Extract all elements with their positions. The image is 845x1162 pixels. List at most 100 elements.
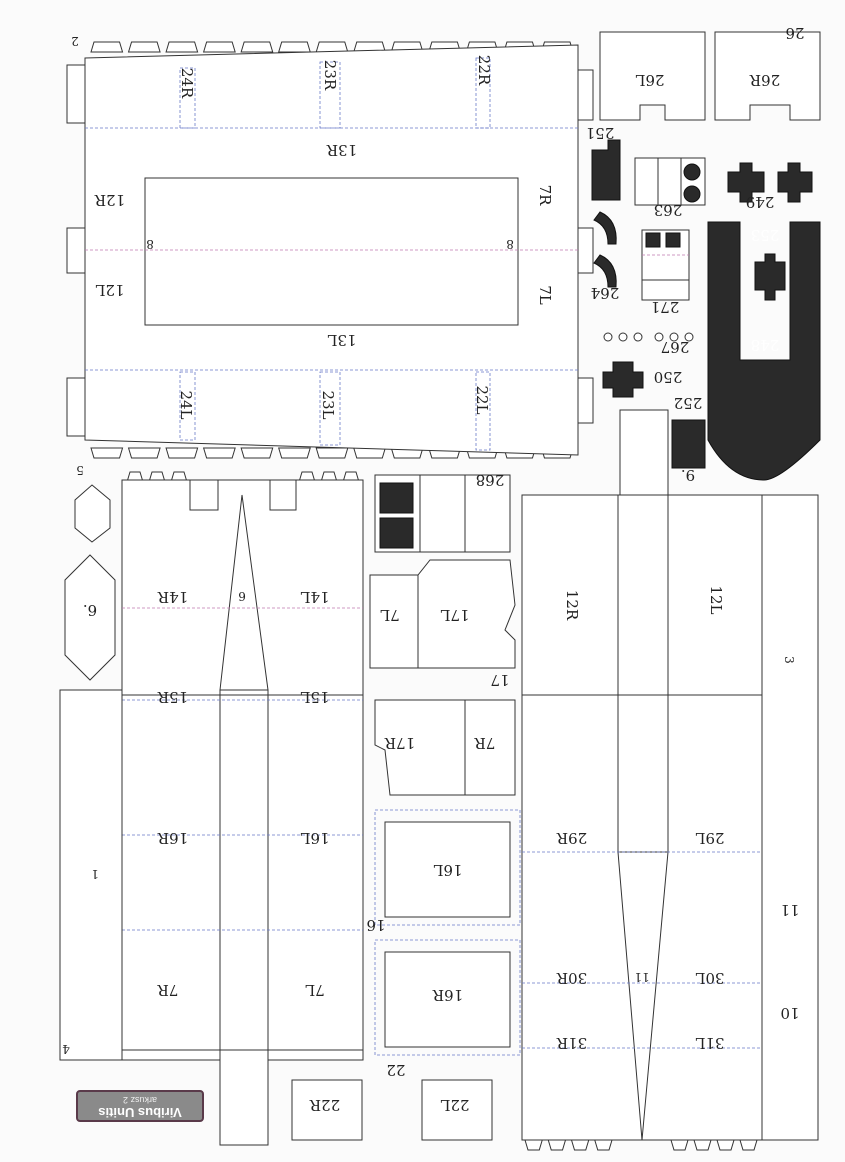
mark — [645, 232, 661, 248]
part-label: 16R — [157, 829, 188, 847]
part-16R — [384, 951, 511, 1048]
part-label: 30L — [695, 969, 724, 987]
part-label: 2 — [71, 34, 79, 48]
glue-tab — [127, 41, 161, 53]
part-label: 13R — [326, 141, 357, 159]
part-16L-tabs — [374, 809, 521, 926]
part-label: 7L — [380, 606, 400, 624]
part-248 — [707, 221, 821, 481]
part-label: 22R — [309, 1096, 340, 1114]
fold-box — [179, 67, 196, 129]
part-267-disc — [603, 332, 613, 342]
part-label: 16 — [366, 916, 385, 934]
part-label: 251 — [586, 124, 615, 142]
glue-tab — [577, 227, 594, 274]
part-label: 250 — [654, 368, 683, 386]
glue-tab — [353, 447, 386, 459]
part-label: 4 — [62, 1042, 70, 1056]
part-label: 11 — [634, 970, 649, 984]
part-22R — [291, 1079, 363, 1141]
part-label: 267 — [661, 338, 690, 356]
part-label: 24L — [177, 390, 195, 419]
side-part-1 — [59, 689, 123, 1061]
part-267-disc — [633, 332, 643, 342]
part-label: 7R — [536, 185, 554, 207]
part-267-disc — [618, 332, 628, 342]
logo-title: Viribus Unitis — [98, 1105, 182, 1120]
glue-tab — [240, 41, 274, 53]
glue-tab — [189, 479, 219, 511]
part-249b — [777, 162, 813, 203]
glue-tab — [315, 41, 349, 53]
part-label: 12L — [95, 281, 124, 299]
logo-subtitle: arkusz 2 — [123, 1095, 158, 1105]
part-253 — [754, 253, 786, 301]
glue-tab — [524, 1139, 543, 1151]
part-label: 248 — [751, 336, 780, 354]
part-250 — [602, 361, 644, 398]
dot — [683, 163, 701, 181]
part-label: 7L — [305, 981, 325, 999]
part-17R — [374, 699, 516, 796]
part-label: 12R — [94, 191, 125, 209]
part-label: 22R — [475, 55, 493, 86]
mark — [665, 232, 681, 248]
part-label: 268 — [476, 471, 505, 489]
glue-tab — [202, 41, 236, 53]
part-label: 30R — [556, 969, 587, 987]
part-label: 13L — [327, 331, 356, 349]
glue-tab — [570, 1139, 590, 1151]
part-label: 11 — [780, 901, 799, 919]
glue-tab — [165, 41, 199, 53]
part-label: 252 — [674, 394, 703, 412]
glue-tab — [66, 64, 86, 124]
part-label: 22 — [386, 1061, 405, 1079]
part-label: 5 — [76, 463, 84, 477]
part-16R-tabs — [374, 939, 521, 1056]
dot — [683, 185, 701, 203]
logo-plate: Viribus Unitis arkusz 2 — [76, 1090, 204, 1122]
glue-tab — [547, 1139, 567, 1151]
part-label: 9. — [681, 466, 695, 484]
glue-tab — [278, 447, 311, 459]
part-6 — [64, 554, 116, 681]
part-label: 1 — [91, 867, 99, 881]
glue-tab — [165, 447, 199, 459]
part-label: 12R — [563, 590, 581, 621]
part-label: 264 — [591, 284, 620, 302]
fold-box — [475, 371, 491, 451]
part-label: 17L — [440, 606, 469, 624]
center-strip — [619, 409, 669, 496]
part-264a — [593, 211, 617, 245]
glue-tab — [66, 377, 86, 437]
part-252 — [671, 419, 706, 469]
glue-tab — [693, 1139, 712, 1151]
part-label: 7L — [536, 285, 554, 305]
fold-box — [475, 57, 491, 129]
glue-tab — [670, 1139, 689, 1151]
part-label: 7R — [474, 734, 496, 752]
part-label: 6 — [238, 589, 246, 603]
part-label: 17 — [490, 671, 509, 689]
part-label: 31L — [695, 1034, 724, 1052]
part-label: 23L — [319, 390, 337, 419]
glue-tab — [90, 447, 124, 459]
deck-inner-panel — [144, 177, 519, 326]
glue-tab — [127, 447, 161, 459]
mark — [379, 517, 414, 549]
part-267-disc — [684, 332, 694, 342]
part-16L — [384, 821, 511, 918]
part-label: 16R — [432, 986, 463, 1004]
part-label: 3 — [782, 656, 796, 664]
part-label: 271 — [651, 298, 680, 316]
part-label: 15R — [157, 688, 188, 706]
part-label: 29L — [695, 829, 724, 847]
part-17L — [369, 559, 516, 669]
center-strip — [219, 689, 269, 1146]
part-label: 29R — [556, 829, 587, 847]
part-267-disc — [654, 332, 664, 342]
part-label: 8 — [506, 237, 514, 251]
part-label: 14L — [300, 588, 329, 606]
